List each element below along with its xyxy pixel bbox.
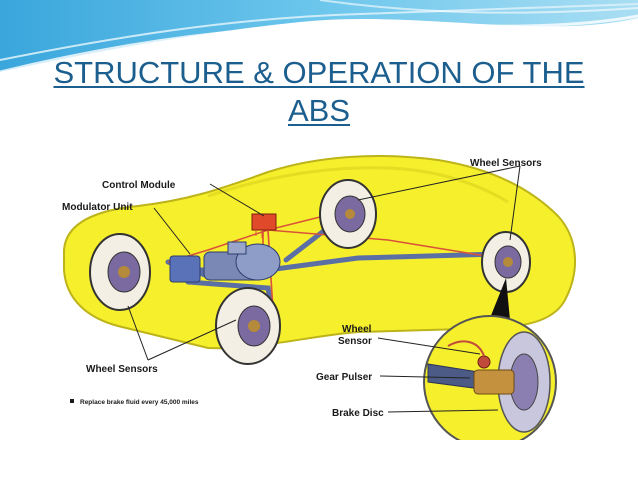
title-line-2: ABS <box>287 93 351 128</box>
label-brake-disc: Brake Disc <box>332 408 384 419</box>
wheel-rear-right <box>481 231 531 293</box>
inset-pointer <box>490 278 510 320</box>
abs-diagram: Control Module Modulator Unit Wheel Sens… <box>58 150 582 440</box>
wheel-front-left <box>89 233 151 311</box>
label-wheel-sensors-top: Wheel Sensors <box>470 158 542 169</box>
wheel-front-right <box>215 287 281 365</box>
slide-title: STRUCTURE & OPERATION OF THE ABS <box>30 54 608 130</box>
modulator-unit <box>169 241 281 283</box>
label-control-module: Control Module <box>102 180 176 191</box>
title-line-1: STRUCTURE & OPERATION OF THE <box>53 55 585 90</box>
label-wheel-sensor-line2: Sensor <box>338 336 372 347</box>
detail-inset <box>423 315 557 440</box>
footnote-text: Replace brake fluid every 45,000 miles <box>80 399 199 406</box>
header-wave <box>0 0 638 74</box>
control-module <box>251 213 277 238</box>
label-gear-pulser: Gear Pulser <box>316 372 372 383</box>
footnote-bullet <box>70 399 74 403</box>
label-wheel-sensors-bottom: Wheel Sensors <box>86 364 158 375</box>
wheel-rear-left <box>319 179 377 249</box>
label-wheel-sensor-line1: Wheel <box>342 324 372 335</box>
label-modulator-unit: Modulator Unit <box>62 202 133 213</box>
